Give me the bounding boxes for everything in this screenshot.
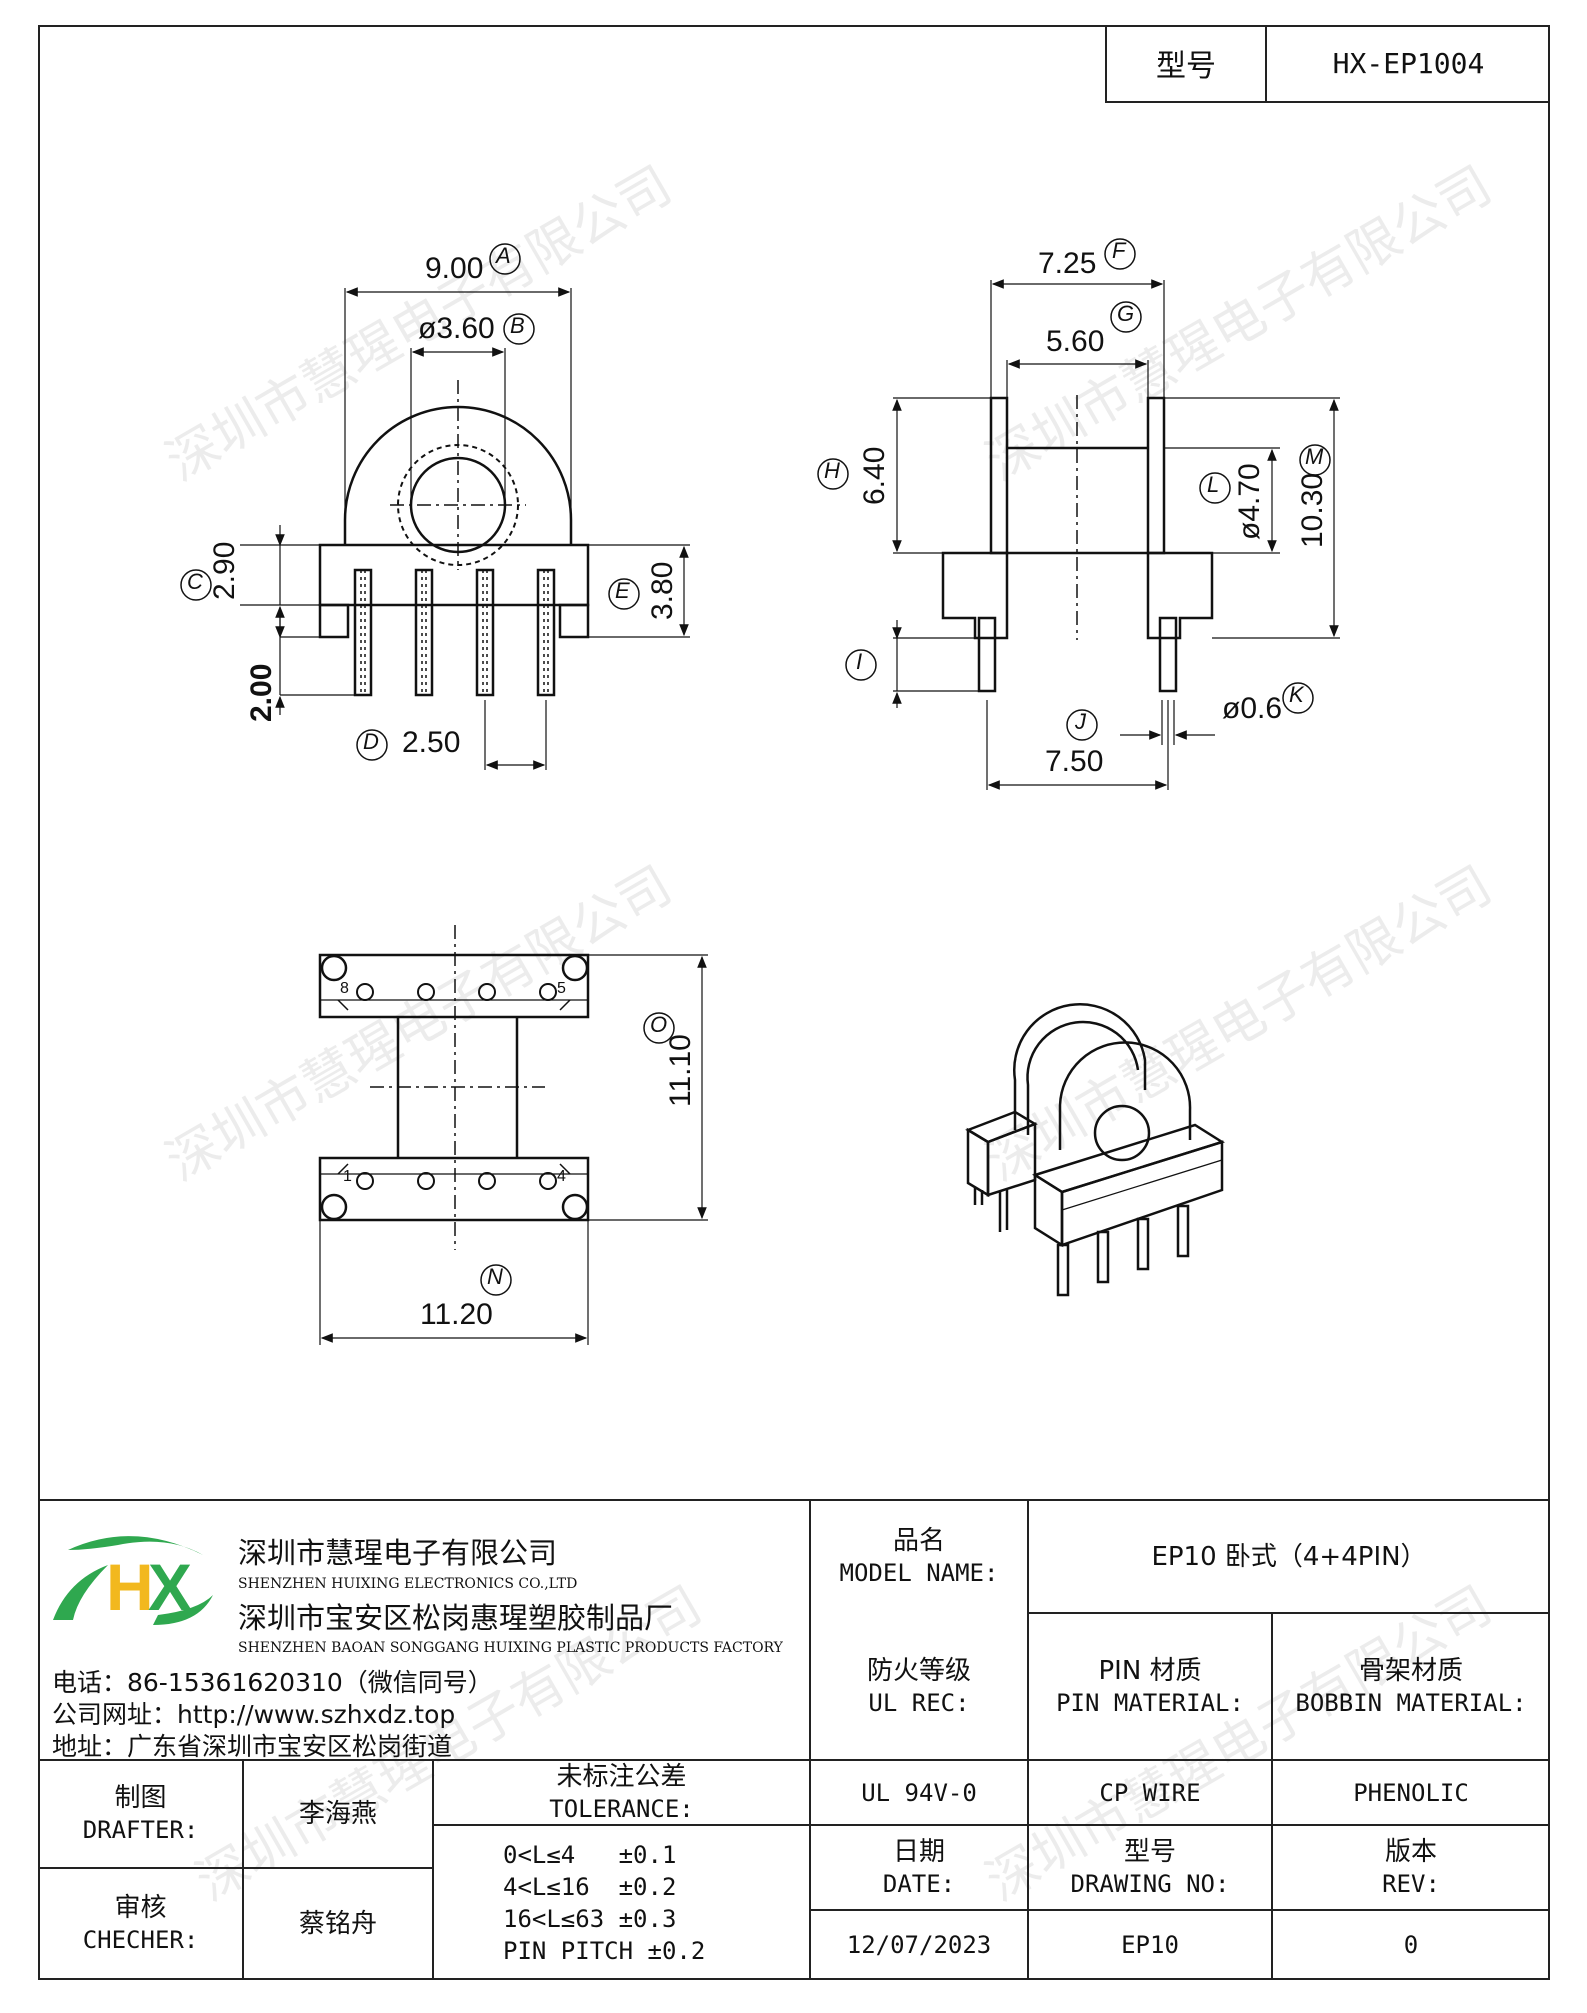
isometric-view <box>965 1002 1225 1297</box>
dim-letter-g: G <box>1117 301 1135 326</box>
side-view <box>892 279 1340 790</box>
dim-a-value: 9.00 <box>425 252 484 285</box>
bobbin-material-value: PHENOLIC <box>1353 1778 1469 1807</box>
dim-letter-h: H <box>824 458 840 483</box>
pin-number-1: 1 <box>343 1168 352 1185</box>
dim-letter-k: K <box>1289 682 1304 707</box>
tolerance-values: 0<L≤4 ±0.1 4<L≤16 ±0.2 16<L≤63 ±0.3 PIN … <box>503 1840 706 1965</box>
revision-label: 版本 REV: <box>1382 1836 1440 1898</box>
header-model-label: 型号 <box>1107 25 1267 101</box>
model-name-value: EP10 卧式（4+4PIN） <box>1151 1541 1427 1572</box>
drawing-no-label: 型号 DRAWING NO: <box>1070 1836 1230 1898</box>
dim-letter-l: L <box>1207 472 1220 497</box>
pin-number-5: 5 <box>557 980 566 997</box>
company-name-cn: 深圳市慧瑆电子有限公司 <box>238 1536 558 1570</box>
revision-value: 0 <box>1403 1931 1419 1959</box>
dim-j-value: 7.50 <box>1045 745 1104 778</box>
fire-rating-value: UL 94V-0 <box>861 1778 977 1807</box>
dim-letter-j: J <box>1075 709 1086 734</box>
tolerance-label: 未标注公差 TOLERANCE: <box>549 1761 694 1823</box>
dim-n-value: 11.20 <box>420 1298 493 1331</box>
logo-letter-h: H <box>106 1550 154 1624</box>
dim-letter-a: A <box>496 243 511 268</box>
date-label: 日期 DATE: <box>882 1836 956 1898</box>
pin-number-8: 8 <box>340 980 349 997</box>
header-model-value: HX-EP1004 <box>1332 46 1485 80</box>
fire-rating-label: 防火等级 UL REC: <box>866 1655 971 1717</box>
drawing-no-value: EP10 <box>1121 1931 1179 1959</box>
front-view <box>240 287 690 770</box>
logo-letter-x: X <box>148 1550 192 1624</box>
company-address: 地址：广东省深圳市宝安区松岗街道 <box>52 1732 453 1761</box>
dim-letter-d: D <box>363 729 379 754</box>
dimension-markers <box>180 238 1331 1296</box>
dim-letter-n: N <box>487 1264 503 1289</box>
drafter-label: 制图 DRAFTER: <box>82 1783 199 1844</box>
checker-label: 审核 CHECHER: <box>82 1893 199 1954</box>
top-view <box>318 925 708 1345</box>
drawing-frame <box>38 25 1550 1980</box>
company-logo-icon: H X <box>53 1536 213 1625</box>
dim-letter-e: E <box>615 578 630 603</box>
bobbin-material-label: 骨架材质 BOBBIN MATERIAL: <box>1295 1655 1527 1717</box>
factory-name-cn: 深圳市宝安区松岗惠瑆塑胶制品厂 <box>238 1601 674 1635</box>
company-website: 公司网址：http://www.szhxdz.top <box>52 1700 456 1729</box>
pin-number-4: 4 <box>557 1168 566 1185</box>
dim-f-value: 7.25 <box>1038 247 1097 280</box>
dim-letter-i: I <box>856 649 863 674</box>
pin-material-value: CP WIRE <box>1099 1778 1201 1807</box>
pin-material-label: PIN 材质 PIN MATERIAL: <box>1056 1655 1244 1717</box>
checker-value: 蔡铭舟 <box>298 1909 377 1939</box>
drafter-value: 李海燕 <box>298 1799 377 1829</box>
dim-b-value: ø3.60 <box>418 312 495 345</box>
factory-name-en: SHENZHEN BAOAN SONGGANG HUIXING PLASTIC … <box>238 1640 783 1656</box>
date-value: 12/07/2023 <box>846 1931 992 1959</box>
dim-letter-b: B <box>510 313 525 338</box>
dim-g-value: 5.60 <box>1046 325 1105 358</box>
dim-k-value: ø0.6 <box>1222 692 1283 725</box>
dim-d-value: 2.50 <box>402 726 461 759</box>
company-phone: 电话：86-15361620310（微信同号） <box>52 1668 493 1697</box>
dim-letter-m: M <box>1305 444 1324 469</box>
company-name-en: SHENZHEN HUIXING ELECTRONICS CO.,LTD <box>238 1576 578 1592</box>
dim-letter-f: F <box>1112 238 1126 263</box>
header-model-box: 型号 HX-EP1004 <box>1105 25 1550 103</box>
model-name-label: 品名 MODEL NAME: <box>839 1525 999 1587</box>
dim-letter-o: O <box>650 1012 668 1037</box>
dim-letter-c: C <box>187 569 203 594</box>
